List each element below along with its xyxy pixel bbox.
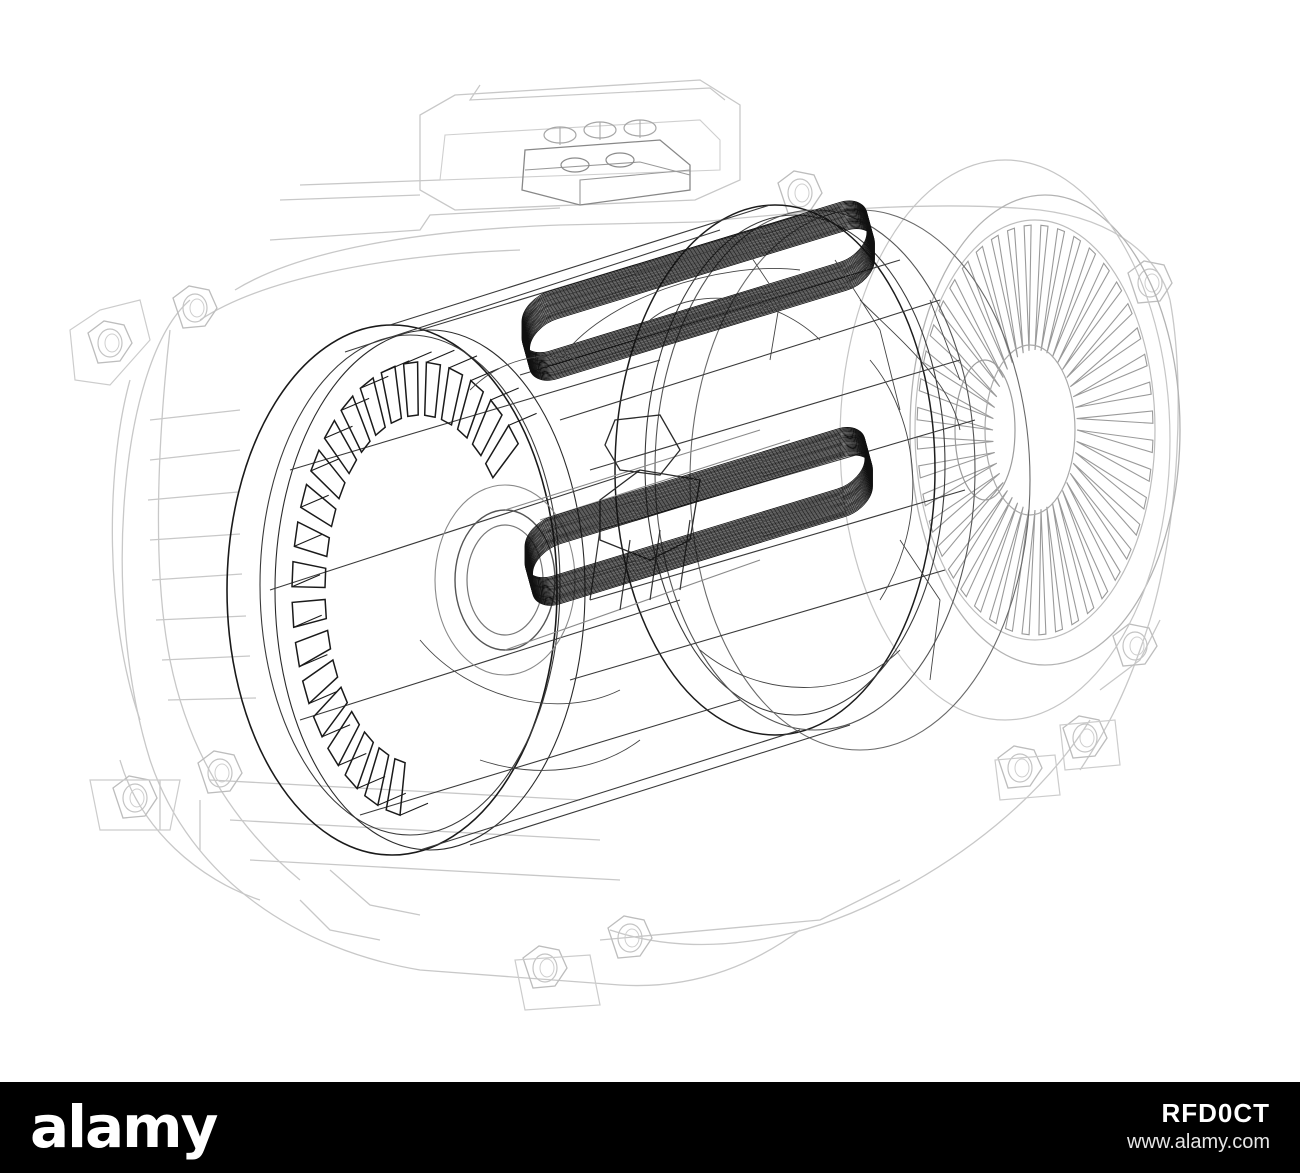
cooling-fan <box>839 159 1181 721</box>
winding-coil-upper <box>521 200 875 381</box>
housing-bolts <box>69 170 1173 1011</box>
bolt-icon <box>997 745 1043 789</box>
terminal-box <box>419 79 741 211</box>
stator-teeth <box>291 349 537 817</box>
bolt-icon <box>172 285 218 329</box>
bolt-icon <box>1112 623 1158 667</box>
bolt-icon <box>777 170 823 214</box>
bolt-icon <box>522 945 568 989</box>
alamy-logo: alamy <box>30 1093 218 1161</box>
winding-coil-lower <box>524 427 873 606</box>
bolt-icon <box>87 320 133 364</box>
inner-wires <box>419 239 961 771</box>
image-id: RFD0CT <box>1161 1098 1270 1128</box>
bolt-icon <box>197 750 243 794</box>
footer-info: RFD0CT www.alamy.com <box>1127 1098 1270 1156</box>
footer-banner: alamy RFD0CT www.alamy.com <box>0 1082 1300 1173</box>
site-url: www.alamy.com <box>1127 1131 1270 1153</box>
motor-housing <box>111 179 1179 987</box>
motor-wireframe-svg <box>69 79 1181 1011</box>
motor-wireframe-illustration <box>69 79 1181 1011</box>
rotor-end-rings <box>226 204 1031 856</box>
